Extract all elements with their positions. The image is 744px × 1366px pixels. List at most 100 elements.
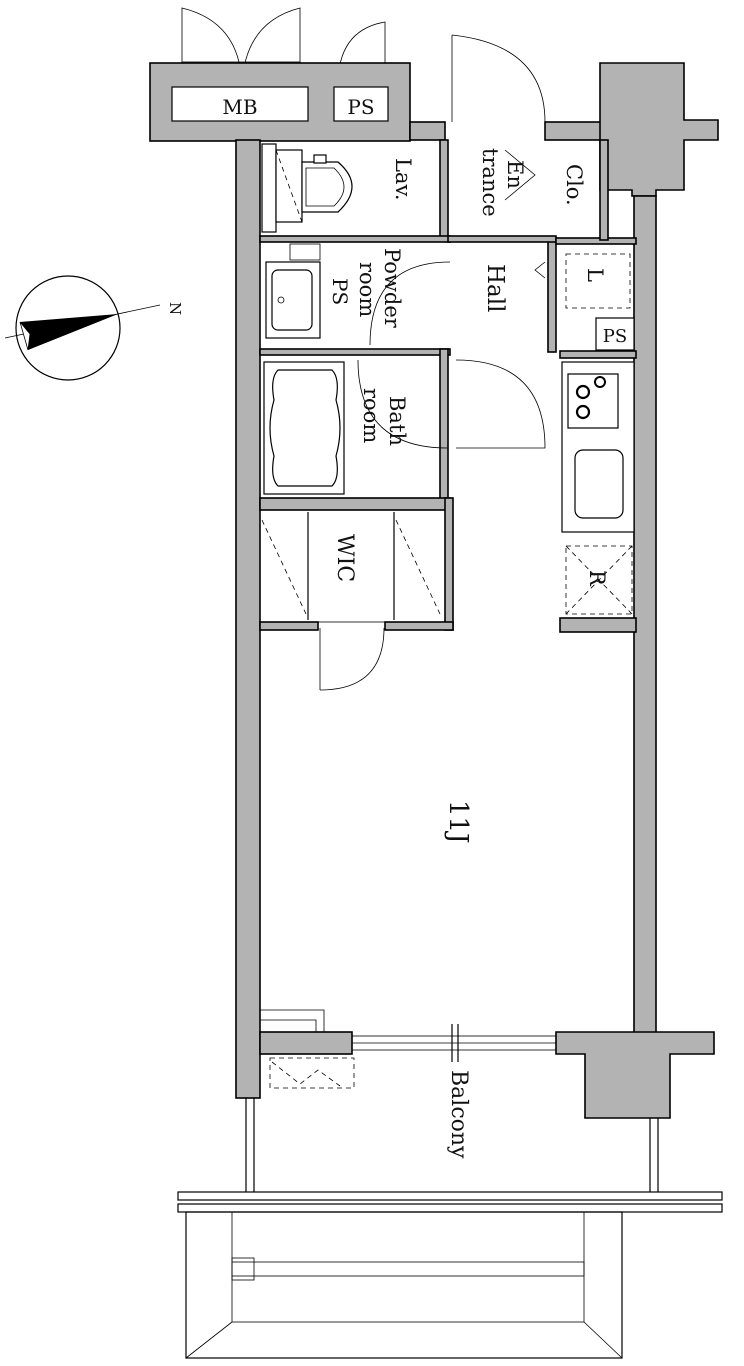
interior-walls <box>259 139 637 633</box>
compass-needle-icon <box>20 314 118 350</box>
hall-to-room-door-swing <box>455 359 546 449</box>
l-closet-box <box>565 253 631 309</box>
powder-room: PS Powder room <box>265 243 451 346</box>
wall-wic-bottom-b <box>384 621 454 631</box>
main-room: 11J <box>443 800 473 844</box>
bath-label-2: room <box>359 388 383 443</box>
closet: Clo. <box>562 164 586 206</box>
kitchen-sink <box>574 449 624 519</box>
main-room-label: 11J <box>443 800 473 844</box>
powder-sink-basin <box>271 269 313 331</box>
lower-frame-inner <box>231 1211 585 1323</box>
lav-dash-diag <box>275 149 303 223</box>
burner-icon <box>594 376 606 388</box>
top-wall-b <box>544 121 608 141</box>
lower-balcony-frame <box>185 1211 623 1359</box>
wall-kitchen-bottom <box>559 617 637 633</box>
wall-clo-right <box>599 139 609 241</box>
wic-shelf-dash-b <box>395 519 441 615</box>
bottom-right-column <box>555 1031 715 1119</box>
sink-drain-icon <box>277 296 285 304</box>
mb-label: MB <box>222 95 257 119</box>
balcony: Balcony <box>177 1057 723 1213</box>
hall-arrow-icon <box>534 261 546 279</box>
compass-north-label: N <box>166 302 184 315</box>
lower-frame-bar <box>231 1261 585 1277</box>
closet-label: Clo. <box>562 164 586 206</box>
l-closet-label: L <box>583 268 607 282</box>
powder-label-2: room <box>355 262 379 317</box>
ps-kitchen-box <box>595 317 635 351</box>
right-top-column <box>599 62 719 197</box>
bathtub-basin <box>269 369 341 487</box>
wall-hall-right <box>547 237 557 353</box>
entrance-door-swing <box>451 34 546 123</box>
wall-kitchen-top <box>559 350 637 359</box>
walk-in-closet: WIC <box>259 509 446 691</box>
ps-box-top <box>333 86 389 122</box>
wall-wic-right <box>444 497 454 631</box>
wic-area <box>259 509 446 623</box>
toilet-hinge <box>313 154 327 164</box>
hall-label: Hall <box>482 264 508 312</box>
top-utility-block: MB PS <box>149 7 411 142</box>
bottom-left-wall <box>259 1031 353 1055</box>
ps-kitchen-label: PS <box>603 326 627 347</box>
wic-door-swing <box>319 627 385 691</box>
refrigerator-diag-b <box>565 545 633 615</box>
powder-ps-box <box>289 243 321 261</box>
lower-frame-outer <box>185 1211 623 1359</box>
wall-powder-bath <box>259 348 451 356</box>
wall-bath-hall <box>439 348 449 500</box>
outer-walls <box>235 62 719 1119</box>
stove <box>567 373 619 429</box>
balcony-railing-top <box>177 1191 723 1201</box>
entrance-label-1: En <box>503 160 527 189</box>
lav-label: Lav. <box>391 158 415 201</box>
lavatory: Lav. <box>261 143 415 233</box>
wic-shelf-dash-a <box>261 519 307 615</box>
mb-box <box>171 86 309 122</box>
bathroom: Bath room <box>263 359 546 495</box>
lav-counter <box>261 143 277 233</box>
refrigerator-box <box>565 545 633 615</box>
bath-door-swing <box>357 359 449 449</box>
balcony-door-frame <box>260 1009 325 1032</box>
balcony-label: Balcony <box>446 1070 471 1159</box>
entrance-step-mark <box>504 149 536 201</box>
lower-frame-corner-left <box>185 1321 233 1359</box>
top-wall-a <box>409 121 446 141</box>
kitchen: R <box>561 361 635 615</box>
entrance: En trance <box>451 34 546 217</box>
entrance-label-2: trance <box>478 148 502 217</box>
wall-lav-powder <box>259 235 451 243</box>
aircon-unit-dash <box>271 1061 341 1087</box>
wall-wic-bottom-a <box>259 621 319 631</box>
hall: Hall <box>482 261 557 320</box>
toilet-bowl <box>301 161 353 213</box>
burner-icon <box>575 384 591 400</box>
l-closet: L PS <box>565 253 635 351</box>
refrigerator-label: R <box>585 570 609 587</box>
wall-clo-bottom <box>555 237 637 245</box>
compass: N <box>4 275 184 381</box>
powder-door-swing <box>369 261 451 346</box>
bath-label-1: Bath <box>385 396 409 446</box>
balcony-railing-bottom <box>177 1203 723 1213</box>
compass-tail <box>19 321 31 351</box>
left-wall <box>235 139 261 1099</box>
balcony-window <box>260 1009 557 1062</box>
lower-frame-bracket <box>231 1257 255 1281</box>
right-wall <box>633 195 657 1035</box>
burner-icon <box>575 404 591 420</box>
wic-label: WIC <box>332 534 357 582</box>
aircon-unit-box <box>269 1057 355 1089</box>
powder-ps-label: PS <box>328 278 352 305</box>
ps-top-label: PS <box>347 95 374 119</box>
toilet-seat <box>305 167 345 207</box>
wall-lav-entrance <box>439 139 449 241</box>
lower-frame-corner-right <box>583 1321 623 1359</box>
wall-entrance-hall <box>447 235 557 243</box>
wall-bath-wic <box>259 497 451 511</box>
